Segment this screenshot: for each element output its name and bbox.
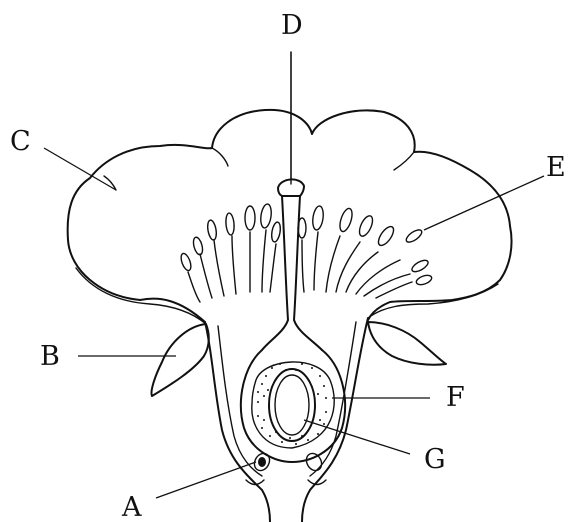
ovary-wall <box>241 350 345 462</box>
sepal-left <box>151 324 208 396</box>
receptacle-outer-right <box>302 318 368 522</box>
stamens-right <box>298 205 433 298</box>
stamens-left <box>179 203 282 302</box>
leader-c <box>44 148 116 190</box>
leader-g <box>304 420 410 454</box>
label-c: C <box>10 126 31 157</box>
ovule <box>269 369 315 441</box>
label-b: B <box>40 341 60 372</box>
petal-inner-left <box>76 268 206 324</box>
label-e: E <box>546 152 566 183</box>
label-a: A <box>121 492 142 522</box>
style-right <box>294 196 322 350</box>
leader-e <box>424 176 544 230</box>
style-left <box>262 196 288 350</box>
leader-a <box>156 462 256 498</box>
nectary-left-fill <box>258 457 266 467</box>
label-d: D <box>281 10 303 41</box>
label-g: G <box>424 444 446 475</box>
sepal-right <box>368 322 446 365</box>
label-f: F <box>446 382 465 413</box>
petal-fold-1 <box>212 148 228 166</box>
petal-fold-3 <box>104 176 116 190</box>
ovule-inner <box>275 375 309 435</box>
petal-outline <box>68 110 512 322</box>
petal-fold-2 <box>394 152 414 170</box>
